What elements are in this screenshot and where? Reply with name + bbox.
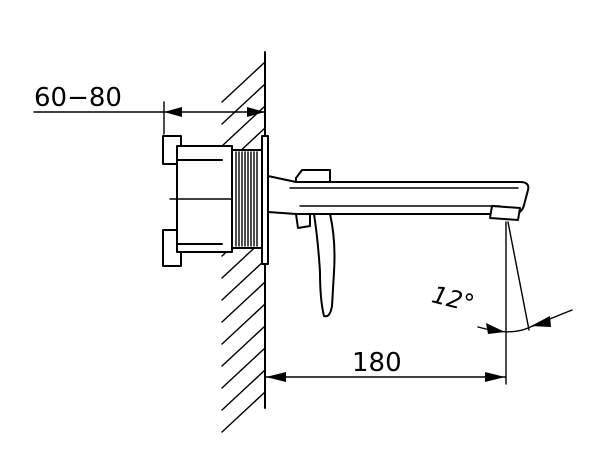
dim-length-arrow-right xyxy=(485,372,505,382)
dimension-spout-length: 180 xyxy=(264,221,507,385)
hatch-line xyxy=(221,369,266,411)
thread-lines xyxy=(235,151,258,247)
hatch-line xyxy=(221,303,266,345)
dim-angle-text: 12° xyxy=(429,281,477,318)
hatch-line xyxy=(221,61,266,103)
hatch-line xyxy=(221,281,266,323)
valve-body xyxy=(162,135,269,267)
lever-handle xyxy=(313,213,336,318)
dimension-wall-depth: 60−80 xyxy=(33,83,266,135)
dim-angle-flow-line xyxy=(507,221,530,331)
dim-angle-arrow-left xyxy=(486,323,505,334)
hatch-line xyxy=(221,325,266,367)
dim-depth-arrow-right xyxy=(247,107,265,117)
dim-angle-arrow-right xyxy=(531,316,551,327)
lever-top xyxy=(295,169,331,183)
dim-length-text: 180 xyxy=(352,348,402,378)
hatch-line xyxy=(221,259,266,301)
dimension-spout-angle: 12° xyxy=(429,221,573,334)
hatch-line xyxy=(221,83,266,125)
dim-depth-text: 60−80 xyxy=(34,83,122,113)
dim-depth-arrow-left xyxy=(164,107,182,117)
spout-assembly xyxy=(267,169,530,318)
lever-knob xyxy=(295,213,311,229)
hatch-line xyxy=(221,347,266,389)
aerator xyxy=(489,205,521,221)
dim-length-arrow-left xyxy=(266,372,286,382)
hatch-line xyxy=(221,391,266,433)
